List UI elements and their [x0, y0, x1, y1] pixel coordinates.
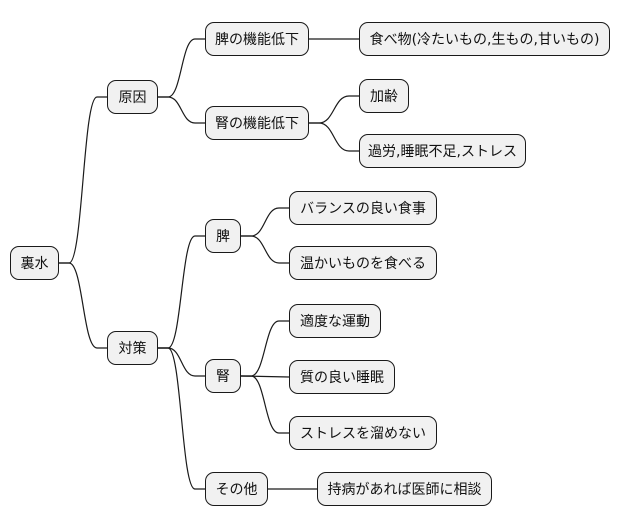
node-balanced-diet: バランスの良い食事: [289, 191, 437, 225]
node-cause: 原因: [107, 80, 158, 114]
connector-root-to-cause: [59, 96, 107, 264]
node-consult-doctor: 持病があれば医師に相談: [317, 472, 492, 506]
node-warm-food: 温かいものを食べる: [289, 246, 437, 280]
connector-kidney-decline-to-aging: [309, 95, 359, 124]
node-spleen: 脾: [205, 219, 241, 253]
connector-cause-to-kidney-decline: [158, 96, 205, 124]
node-food: 食べ物(冷たいもの,生もの,甘いもの): [359, 22, 610, 56]
node-root: 裏水: [10, 246, 59, 280]
connector-cause-to-spleen-decline: [158, 38, 205, 98]
connector-spleen-to-warm-food: [241, 235, 289, 264]
node-other: その他: [205, 472, 268, 506]
node-spleen-decline: 脾の機能低下: [205, 22, 309, 56]
node-no-stress: ストレスを溜めない: [289, 416, 437, 450]
connector-measure-to-kidney: [158, 347, 205, 377]
connector-measure-to-other: [158, 347, 205, 490]
node-aging: 加齢: [359, 79, 409, 113]
connector-spleen-to-balanced-diet: [241, 207, 289, 237]
node-sleep: 質の良い睡眠: [289, 360, 395, 394]
node-measure: 対策: [107, 331, 158, 365]
connector-kidney-to-sleep: [240, 375, 290, 378]
connector-kidney-decline-to-fatigue: [309, 122, 359, 152]
node-kidney-decline: 腎の機能低下: [205, 106, 309, 140]
node-kidney: 腎: [205, 359, 241, 393]
node-fatigue: 過労,睡眠不足,ストレス: [359, 134, 526, 168]
connector-measure-to-spleen: [158, 235, 205, 349]
connector-kidney-to-no-stress: [241, 375, 289, 434]
node-exercise: 適度な運動: [289, 304, 381, 338]
connector-kidney-to-exercise: [241, 320, 289, 377]
connector-root-to-measure: [59, 262, 107, 349]
